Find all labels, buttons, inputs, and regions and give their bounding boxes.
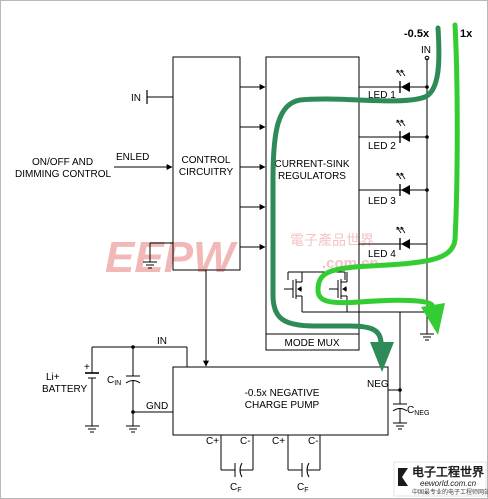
control-label-1: CONTROL	[182, 155, 231, 166]
watermark-chinese: 電子產品世界	[290, 232, 374, 248]
watermark: EEPW 電子產品世界 .com.cn	[105, 232, 379, 282]
led-diode-icon	[401, 132, 410, 142]
cf2-label: CF	[297, 482, 309, 494]
cf1-label: CF	[230, 482, 242, 494]
in-pump-label: IN	[157, 336, 167, 347]
neg-output-circuit	[359, 311, 408, 430]
current-sink-regulators-block	[265, 56, 360, 351]
led1-label: LED 1	[368, 90, 396, 101]
mode-mux-switches	[284, 271, 427, 313]
cin-junction	[131, 345, 135, 349]
path-half-x-arrowhead	[370, 342, 394, 372]
cminus1-label: C-	[240, 436, 251, 447]
neg-junction	[398, 388, 402, 392]
cminus2-label: C-	[308, 436, 319, 447]
led-diode-icon	[401, 82, 410, 92]
led-2: LED 2	[359, 119, 429, 152]
corner-logo-tagline: 中国最专业的电子工程师网站	[412, 488, 488, 496]
led-1: LED 1	[359, 69, 429, 101]
charge-pump-block	[172, 366, 389, 436]
ratio-one-label: 1x	[460, 28, 473, 40]
cplus1-label: C+	[206, 436, 219, 447]
ratio-half-label: -0.5x	[404, 28, 430, 40]
battery-label-1: Li+	[46, 372, 60, 383]
led3-label: LED 3	[368, 196, 396, 207]
led2-label: LED 2	[368, 141, 396, 152]
path-half-x	[270, 25, 442, 345]
watermark-logo: EEPW	[105, 233, 238, 282]
corner-logo: 电子工程世界 eeworld.com.cn 中国最专业的电子工程师网站	[393, 461, 488, 497]
neg-label: NEG	[367, 379, 389, 390]
eeworld-logo-icon	[398, 468, 408, 486]
cplus2-label: C+	[272, 436, 285, 447]
in-rail-terminal	[424, 55, 430, 61]
gnd-junction	[131, 410, 135, 414]
pump-label-2: CHARGE PUMP	[245, 400, 320, 411]
csr-label-2: REGULATORS	[278, 171, 346, 182]
corner-logo-chinese: 电子工程世界	[412, 464, 484, 479]
pump-label-1: -0.5x NEGATIVE	[245, 388, 320, 399]
led-3: LED 3	[359, 172, 429, 207]
led4-label: LED 4	[368, 249, 396, 260]
corner-logo-url: eeworld.com.cn	[420, 479, 477, 488]
cneg-label: CNEG	[407, 405, 429, 417]
battery-label-2: BATTERY	[42, 384, 88, 395]
led-4: LED 4	[359, 226, 427, 260]
gnd-label: GND	[146, 401, 168, 412]
control-label-2: CIRCUITRY	[179, 167, 234, 178]
battery-plus-sign: +	[84, 362, 90, 373]
led-diode-icon	[401, 185, 410, 195]
path-one-x-arrowhead	[421, 303, 445, 335]
control-to-regulator-arrows	[240, 84, 266, 250]
onoff-label-1: ON/OFF AND	[32, 157, 93, 168]
enled-label: ENLED	[116, 152, 149, 163]
battery-circuit	[85, 346, 188, 433]
mode-mux-label: MODE MUX	[285, 338, 340, 349]
onoff-label-2: DIMMING CONTROL	[15, 169, 112, 180]
control-ground-symbol	[143, 242, 173, 269]
flying-capacitors	[220, 435, 321, 478]
in-top-label: IN	[421, 45, 431, 56]
cin-label: CIN	[107, 375, 121, 387]
current-paths	[270, 22, 460, 372]
csr-label-1: CURRENT-SINK	[274, 159, 349, 170]
path-one-x	[315, 22, 460, 308]
in-left-label: IN	[131, 93, 141, 104]
led-diode-icon	[401, 239, 410, 249]
